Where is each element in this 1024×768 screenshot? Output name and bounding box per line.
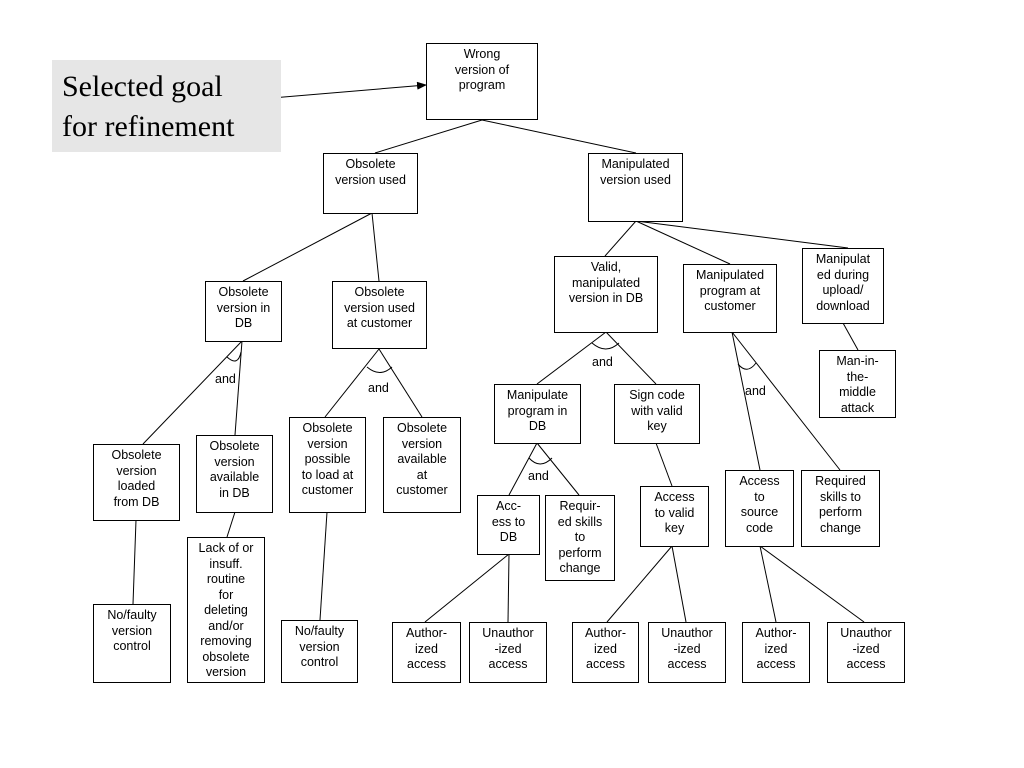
node-obsolete-used-at-customer: Obsolete version used at customer xyxy=(332,281,427,349)
and-arc-valid-manipulated xyxy=(591,342,620,350)
node-unauthorized-access-key: Unauthor -ized access xyxy=(648,622,726,683)
edge-root-obsolete-used xyxy=(374,119,483,154)
node-authorized-access-source: Author- ized access xyxy=(742,622,810,683)
selected-goal-callout: Selected goal for refinement xyxy=(52,60,281,152)
and-label-obsolete-in-db: and xyxy=(215,372,236,386)
node-required-skills-change: Required skills to perform change xyxy=(801,470,880,547)
node-obsolete-possible-load-customer: Obsolete version possible to load at cus… xyxy=(289,417,366,513)
edge-access-key-auth xyxy=(606,545,673,623)
node-authorized-access-db: Author- ized access xyxy=(392,622,461,683)
edge-prog-customer-req-skills xyxy=(731,331,841,471)
edge-obsolete-used-at-customer xyxy=(371,212,380,282)
node-wrong-version: Wrong version of program xyxy=(426,43,538,120)
node-manipulated-upload-download: Manipulat ed during upload/ download xyxy=(802,248,884,324)
edge-prog-db-req-skills xyxy=(536,442,580,496)
and-arc-prog-customer xyxy=(737,362,757,370)
node-sign-code-valid-key: Sign code with valid key xyxy=(614,384,700,444)
node-manipulate-program-db: Manipulate program in DB xyxy=(494,384,581,444)
node-access-to-db: Acc- ess to DB xyxy=(477,495,540,555)
node-obsolete-version-used: Obsolete version used xyxy=(323,153,418,214)
node-authorized-access-key: Author- ized access xyxy=(572,622,639,683)
edge-access-source-unauth xyxy=(759,545,865,623)
node-no-version-control-2: No/faulty version control xyxy=(281,620,358,683)
edge-in-db-loaded xyxy=(142,340,243,445)
and-arc-obsolete-at-customer xyxy=(366,366,393,373)
edge-possible-no-version-control xyxy=(319,511,328,621)
node-unauthorized-access-db: Unauthor -ized access xyxy=(469,622,547,683)
and-label-prog-db: and xyxy=(528,469,549,483)
and-arc-obsolete-in-db xyxy=(226,351,242,362)
edge-access-db-auth xyxy=(424,553,510,623)
node-manipulated-version-used: Manipulated version used xyxy=(588,153,683,222)
edge-valid-sign-code xyxy=(605,331,657,385)
edge-prog-customer-access-source xyxy=(731,331,761,471)
edge-access-key-unauth xyxy=(671,545,687,623)
edge-access-source-auth xyxy=(759,545,777,623)
edge-in-db-available xyxy=(234,340,243,436)
and-label-valid-manipulated: and xyxy=(592,355,613,369)
edge-manip-prog-customer xyxy=(635,220,731,265)
edge-access-db-unauth xyxy=(507,553,510,623)
edge-upload-mitm xyxy=(842,322,859,351)
edge-valid-manip-prog-db xyxy=(536,331,607,385)
node-no-version-control-1: No/faulty version control xyxy=(93,604,171,683)
node-unauthorized-access-source: Unauthor -ized access xyxy=(827,622,905,683)
edge-customer-possible xyxy=(324,348,380,418)
node-required-skills-db: Requir- ed skills to perform change xyxy=(545,495,615,581)
edge-sign-code-access-key xyxy=(655,442,673,487)
node-obsolete-available-customer: Obsolete version available at customer xyxy=(383,417,461,513)
node-obsolete-available-in-db: Obsolete version available in DB xyxy=(196,435,273,513)
node-man-in-the-middle: Man-in- the- middle attack xyxy=(819,350,896,418)
node-lack-of-routine: Lack of or insuff. routine for deleting … xyxy=(187,537,265,683)
edge-loaded-no-version-control xyxy=(132,519,137,605)
edge-available-lack-routine xyxy=(226,511,236,538)
node-valid-manipulated-in-db: Valid, manipulated version in DB xyxy=(554,256,658,333)
and-label-prog-customer: and xyxy=(745,384,766,398)
edge-obsolete-used-in-db xyxy=(242,212,373,282)
edge-customer-available xyxy=(378,348,423,418)
edge-manip-upload xyxy=(635,220,849,249)
node-access-valid-key: Access to valid key xyxy=(640,486,709,547)
edge-root-manipulated-used xyxy=(481,119,637,154)
and-label-obsolete-at-customer: and xyxy=(368,381,389,395)
node-manipulated-program-customer: Manipulated program at customer xyxy=(683,264,777,333)
node-obsolete-version-in-db: Obsolete version in DB xyxy=(205,281,282,342)
node-access-source-code: Access to source code xyxy=(725,470,794,547)
edge-manip-valid-db xyxy=(604,220,637,257)
edge-prog-db-access-db xyxy=(508,442,538,496)
node-obsolete-loaded-from-db: Obsolete version loaded from DB xyxy=(93,444,180,521)
and-arc-prog-db xyxy=(528,457,553,465)
